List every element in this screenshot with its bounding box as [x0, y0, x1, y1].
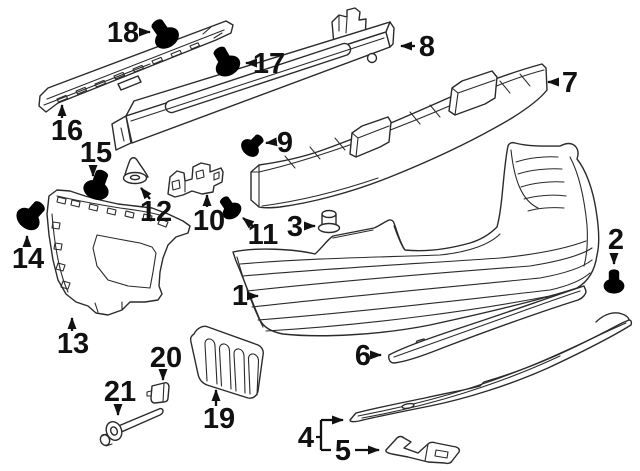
fastener-12-clip	[122, 157, 149, 185]
callout-13-label[interactable]: 13	[57, 328, 89, 360]
callout-6-label[interactable]: 6	[355, 340, 371, 372]
callout-3: 3	[287, 211, 316, 243]
callout-17: 17	[245, 48, 285, 80]
callout-9: 9	[265, 127, 293, 159]
callout-7-label[interactable]: 7	[562, 67, 578, 99]
callout-15-label[interactable]: 15	[80, 137, 112, 169]
callout-18: 18	[107, 17, 151, 49]
callout-13: 13	[57, 317, 89, 360]
callout-16: 16	[51, 104, 83, 147]
part-lower-valance	[349, 312, 633, 423]
callout-1: 1	[232, 280, 259, 312]
part-rail-reinforcement	[38, 20, 234, 113]
callout-19: 19	[203, 389, 235, 435]
callout-6: 6	[355, 340, 382, 372]
part-impact-bar	[111, 7, 395, 151]
part-bumper-cover	[232, 141, 600, 337]
callout-2: 2	[608, 224, 624, 265]
callout-20: 20	[150, 342, 182, 381]
fastener-14-push-pin	[11, 194, 52, 235]
callout-10-label[interactable]: 10	[193, 205, 225, 237]
callout-17-label[interactable]: 17	[253, 48, 285, 80]
part-valance-bracket	[385, 435, 461, 465]
callout-4: 4	[298, 415, 344, 454]
callout-12-arrow	[140, 187, 152, 200]
callout-19-label[interactable]: 19	[203, 403, 235, 435]
part-side-bracket	[167, 162, 224, 198]
callout-20-label[interactable]: 20	[150, 342, 182, 374]
callout-12-label[interactable]: 12	[140, 196, 172, 228]
fastener-21-rivet	[99, 407, 164, 447]
part-step-pad	[189, 325, 264, 399]
callout-21: 21	[104, 376, 136, 416]
callout-11: 11	[242, 217, 279, 251]
callout-5-label[interactable]: 5	[335, 435, 351, 467]
callout-3-label[interactable]: 3	[287, 211, 303, 243]
callout-8-label[interactable]: 8	[419, 31, 435, 63]
callout-14-label[interactable]: 14	[12, 243, 44, 275]
callout-7: 7	[547, 67, 578, 99]
callout-9-arrow	[265, 137, 278, 147]
callout-16-label[interactable]: 16	[51, 115, 83, 147]
part-mount-bracket-large	[46, 189, 191, 316]
fastener-2-push-pin	[603, 269, 625, 294]
fastener-9-push-pin	[237, 129, 269, 161]
part-molding-strip	[388, 285, 587, 364]
part-energy-absorber	[250, 63, 548, 209]
callout-8: 8	[400, 31, 435, 63]
callout-10: 10	[193, 194, 225, 237]
callout-14: 14	[12, 235, 44, 275]
fastener-3-plug	[317, 209, 341, 234]
callout-11-label[interactable]: 11	[248, 219, 279, 251]
callout-18-label[interactable]: 18	[107, 17, 139, 49]
callout-21-label[interactable]: 21	[104, 376, 136, 408]
fastener-20-clip	[146, 382, 170, 404]
callout-5: 5	[335, 435, 380, 467]
callout-2-label[interactable]: 2	[608, 224, 624, 256]
callout-11-arrow	[242, 217, 255, 229]
callout-4-label[interactable]: 4	[298, 422, 314, 454]
callout-12: 12	[140, 187, 172, 228]
callout-4-bracket	[316, 420, 331, 452]
callout-9-label[interactable]: 9	[277, 127, 293, 159]
callout-15: 15	[80, 137, 112, 177]
callout-1-label[interactable]: 1	[232, 280, 248, 312]
